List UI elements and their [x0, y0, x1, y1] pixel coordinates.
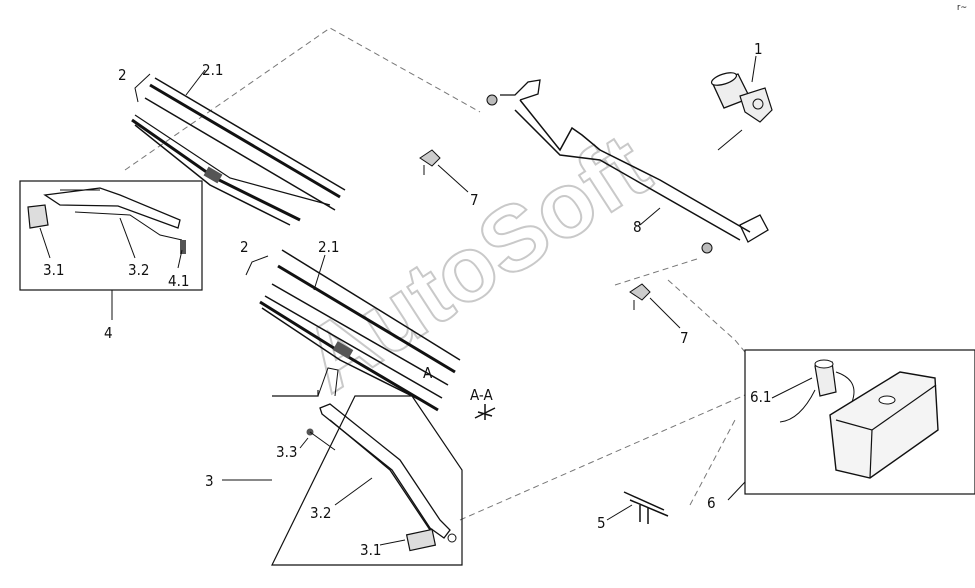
label-arm-assembly-3: 3 [205, 472, 214, 490]
upper-clip [419, 149, 469, 193]
label-clip-7-lower: 7 [680, 329, 689, 347]
wiper-motor [710, 55, 773, 123]
label-arm-3-2: 3.2 [310, 504, 331, 522]
dashed-assembly-outline [124, 27, 746, 521]
upper-wiper-blade [131, 69, 346, 226]
label-clip-7-upper: 7 [470, 191, 479, 209]
lower-clip [629, 283, 681, 329]
right-arm-detail-box [271, 367, 463, 566]
corner-mark: r~ [957, 3, 967, 13]
watermark: AutoSoft [284, 114, 667, 413]
label-arm-3-3: 3.3 [276, 443, 297, 461]
label-lower-blade-2: 2 [240, 238, 249, 256]
label-left-nozzle-4-1: 4.1 [168, 272, 189, 290]
label-washer-pump-6-1: 6.1 [750, 388, 771, 406]
washer-reservoir-box [727, 349, 975, 501]
label-tee-5: 5 [597, 514, 606, 532]
label-upper-blade-2-1: 2.1 [202, 61, 223, 79]
label-reservoir-6: 6 [707, 494, 716, 512]
left-arm-detail-box [19, 180, 203, 291]
label-section-a-a: A-A [470, 386, 493, 404]
label-lower-blade-2-1: 2.1 [318, 238, 339, 256]
watermark-text: AutoSoft [285, 115, 666, 412]
label-left-arm-assembly-4: 4 [104, 324, 113, 342]
label-linkage-8: 8 [633, 218, 642, 236]
tee-connector [606, 491, 669, 524]
label-left-cap-3-1: 3.1 [43, 261, 64, 279]
label-upper-blade-2: 2 [118, 66, 127, 84]
label-motor-1: 1 [754, 40, 763, 58]
lower-wiper-blade [245, 249, 461, 412]
label-section-a: A [423, 364, 433, 382]
label-arm-cap-3-1: 3.1 [360, 541, 381, 559]
label-left-arm-3-2: 3.2 [128, 261, 149, 279]
wiper-linkage [486, 79, 769, 254]
